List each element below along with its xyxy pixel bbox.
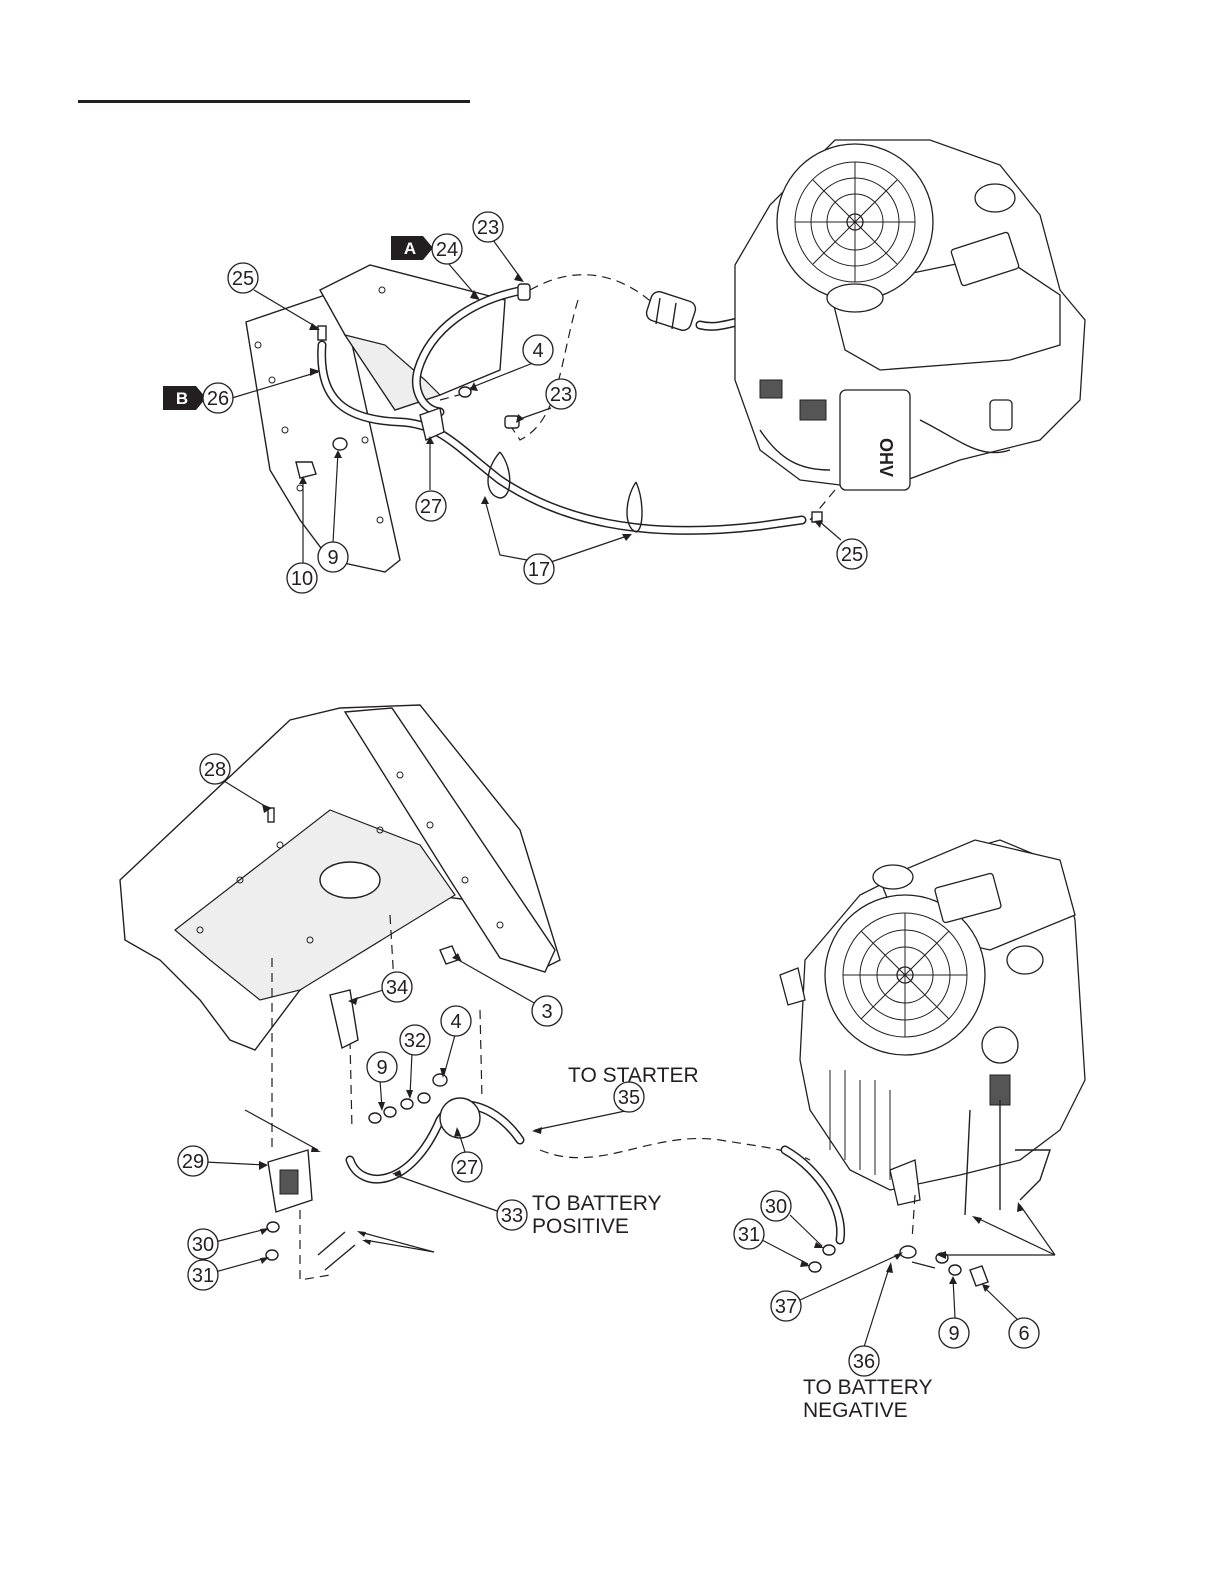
callout-36: 36 <box>849 1346 879 1376</box>
svg-text:36: 36 <box>853 1351 875 1373</box>
clip-27 <box>440 1098 480 1138</box>
svg-text:28: 28 <box>204 759 226 781</box>
tag-b: B <box>163 386 206 410</box>
callout-17: 17 <box>524 554 554 584</box>
svg-text:27: 27 <box>456 1157 478 1179</box>
svg-text:6: 6 <box>1018 1323 1029 1345</box>
callout-23: 23 <box>546 379 576 409</box>
note-to-battery-negative-line1: TO BATTERY <box>803 1376 933 1399</box>
callout-27: 27 <box>452 1152 482 1182</box>
washer <box>333 438 347 450</box>
callout-27: 27 <box>416 491 446 521</box>
svg-text:35: 35 <box>618 1087 640 1109</box>
callout-28: 28 <box>200 754 230 784</box>
hose-clamp <box>518 284 530 300</box>
svg-text:34: 34 <box>386 977 408 999</box>
callout-25: 25 <box>228 263 258 293</box>
engine-top-view: OHV <box>735 140 1085 490</box>
svg-text:10: 10 <box>291 568 313 590</box>
callout-29: 29 <box>178 1146 208 1176</box>
callout-26: 26 <box>203 383 233 413</box>
svg-text:29: 29 <box>182 1151 204 1173</box>
callout-3: 3 <box>532 996 562 1026</box>
svg-text:3: 3 <box>541 1001 552 1023</box>
fuel-system-diagram: OHV A B <box>163 140 1085 593</box>
callout-30: 30 <box>761 1191 791 1221</box>
tag-a: A <box>391 236 433 260</box>
callout-25: 25 <box>837 539 867 569</box>
svg-text:9: 9 <box>327 547 338 569</box>
engine-bottom-view <box>780 840 1085 1215</box>
svg-text:23: 23 <box>550 384 572 406</box>
callout-35: 35 <box>614 1082 644 1112</box>
callout-24: 24 <box>432 234 462 264</box>
svg-text:A: A <box>404 239 416 258</box>
svg-text:9: 9 <box>376 1057 387 1079</box>
svg-text:23: 23 <box>477 217 499 239</box>
callout-6: 6 <box>1009 1318 1039 1348</box>
callout-34: 34 <box>382 972 412 1002</box>
floor-hole <box>320 862 380 898</box>
svg-text:37: 37 <box>775 1296 797 1318</box>
callout-4: 4 <box>441 1006 471 1036</box>
svg-text:26: 26 <box>207 388 229 410</box>
note-to-battery-negative-line2: NEGATIVE <box>803 1399 908 1422</box>
callout-23: 23 <box>473 212 503 242</box>
callout-9: 9 <box>939 1318 969 1348</box>
svg-text:B: B <box>176 389 188 408</box>
callout-31: 31 <box>734 1219 764 1249</box>
callout-9: 9 <box>318 542 348 572</box>
nut <box>459 387 471 397</box>
svg-text:17: 17 <box>528 559 550 581</box>
callout-4: 4 <box>523 335 553 365</box>
svg-text:9: 9 <box>948 1323 959 1345</box>
callout-33: 33 <box>497 1200 527 1230</box>
svg-text:31: 31 <box>192 1265 214 1287</box>
svg-text:4: 4 <box>450 1011 461 1033</box>
svg-text:32: 32 <box>404 1030 426 1052</box>
svg-text:30: 30 <box>192 1234 214 1256</box>
svg-text:33: 33 <box>501 1205 523 1227</box>
callout-9: 9 <box>367 1052 397 1082</box>
svg-text:24: 24 <box>436 239 458 261</box>
callout-37: 37 <box>771 1291 801 1321</box>
svg-text:27: 27 <box>420 496 442 518</box>
vent-cap <box>318 326 326 340</box>
engine-model-label: OHV <box>876 438 896 477</box>
svg-text:30: 30 <box>765 1196 787 1218</box>
callout-10: 10 <box>287 563 317 593</box>
note-to-battery-positive-line2: POSITIVE <box>532 1215 629 1238</box>
callout-32: 32 <box>400 1025 430 1055</box>
svg-text:25: 25 <box>841 544 863 566</box>
svg-text:31: 31 <box>738 1224 760 1246</box>
note-to-battery-positive-line1: TO BATTERY <box>532 1192 662 1215</box>
starter-cable-diagram: TO STARTER TO BATTERY POSITIVE TO BATTER… <box>120 705 1085 1422</box>
svg-text:25: 25 <box>232 268 254 290</box>
svg-text:4: 4 <box>532 340 543 362</box>
callout-31: 31 <box>188 1260 218 1290</box>
callout-30: 30 <box>188 1229 218 1259</box>
